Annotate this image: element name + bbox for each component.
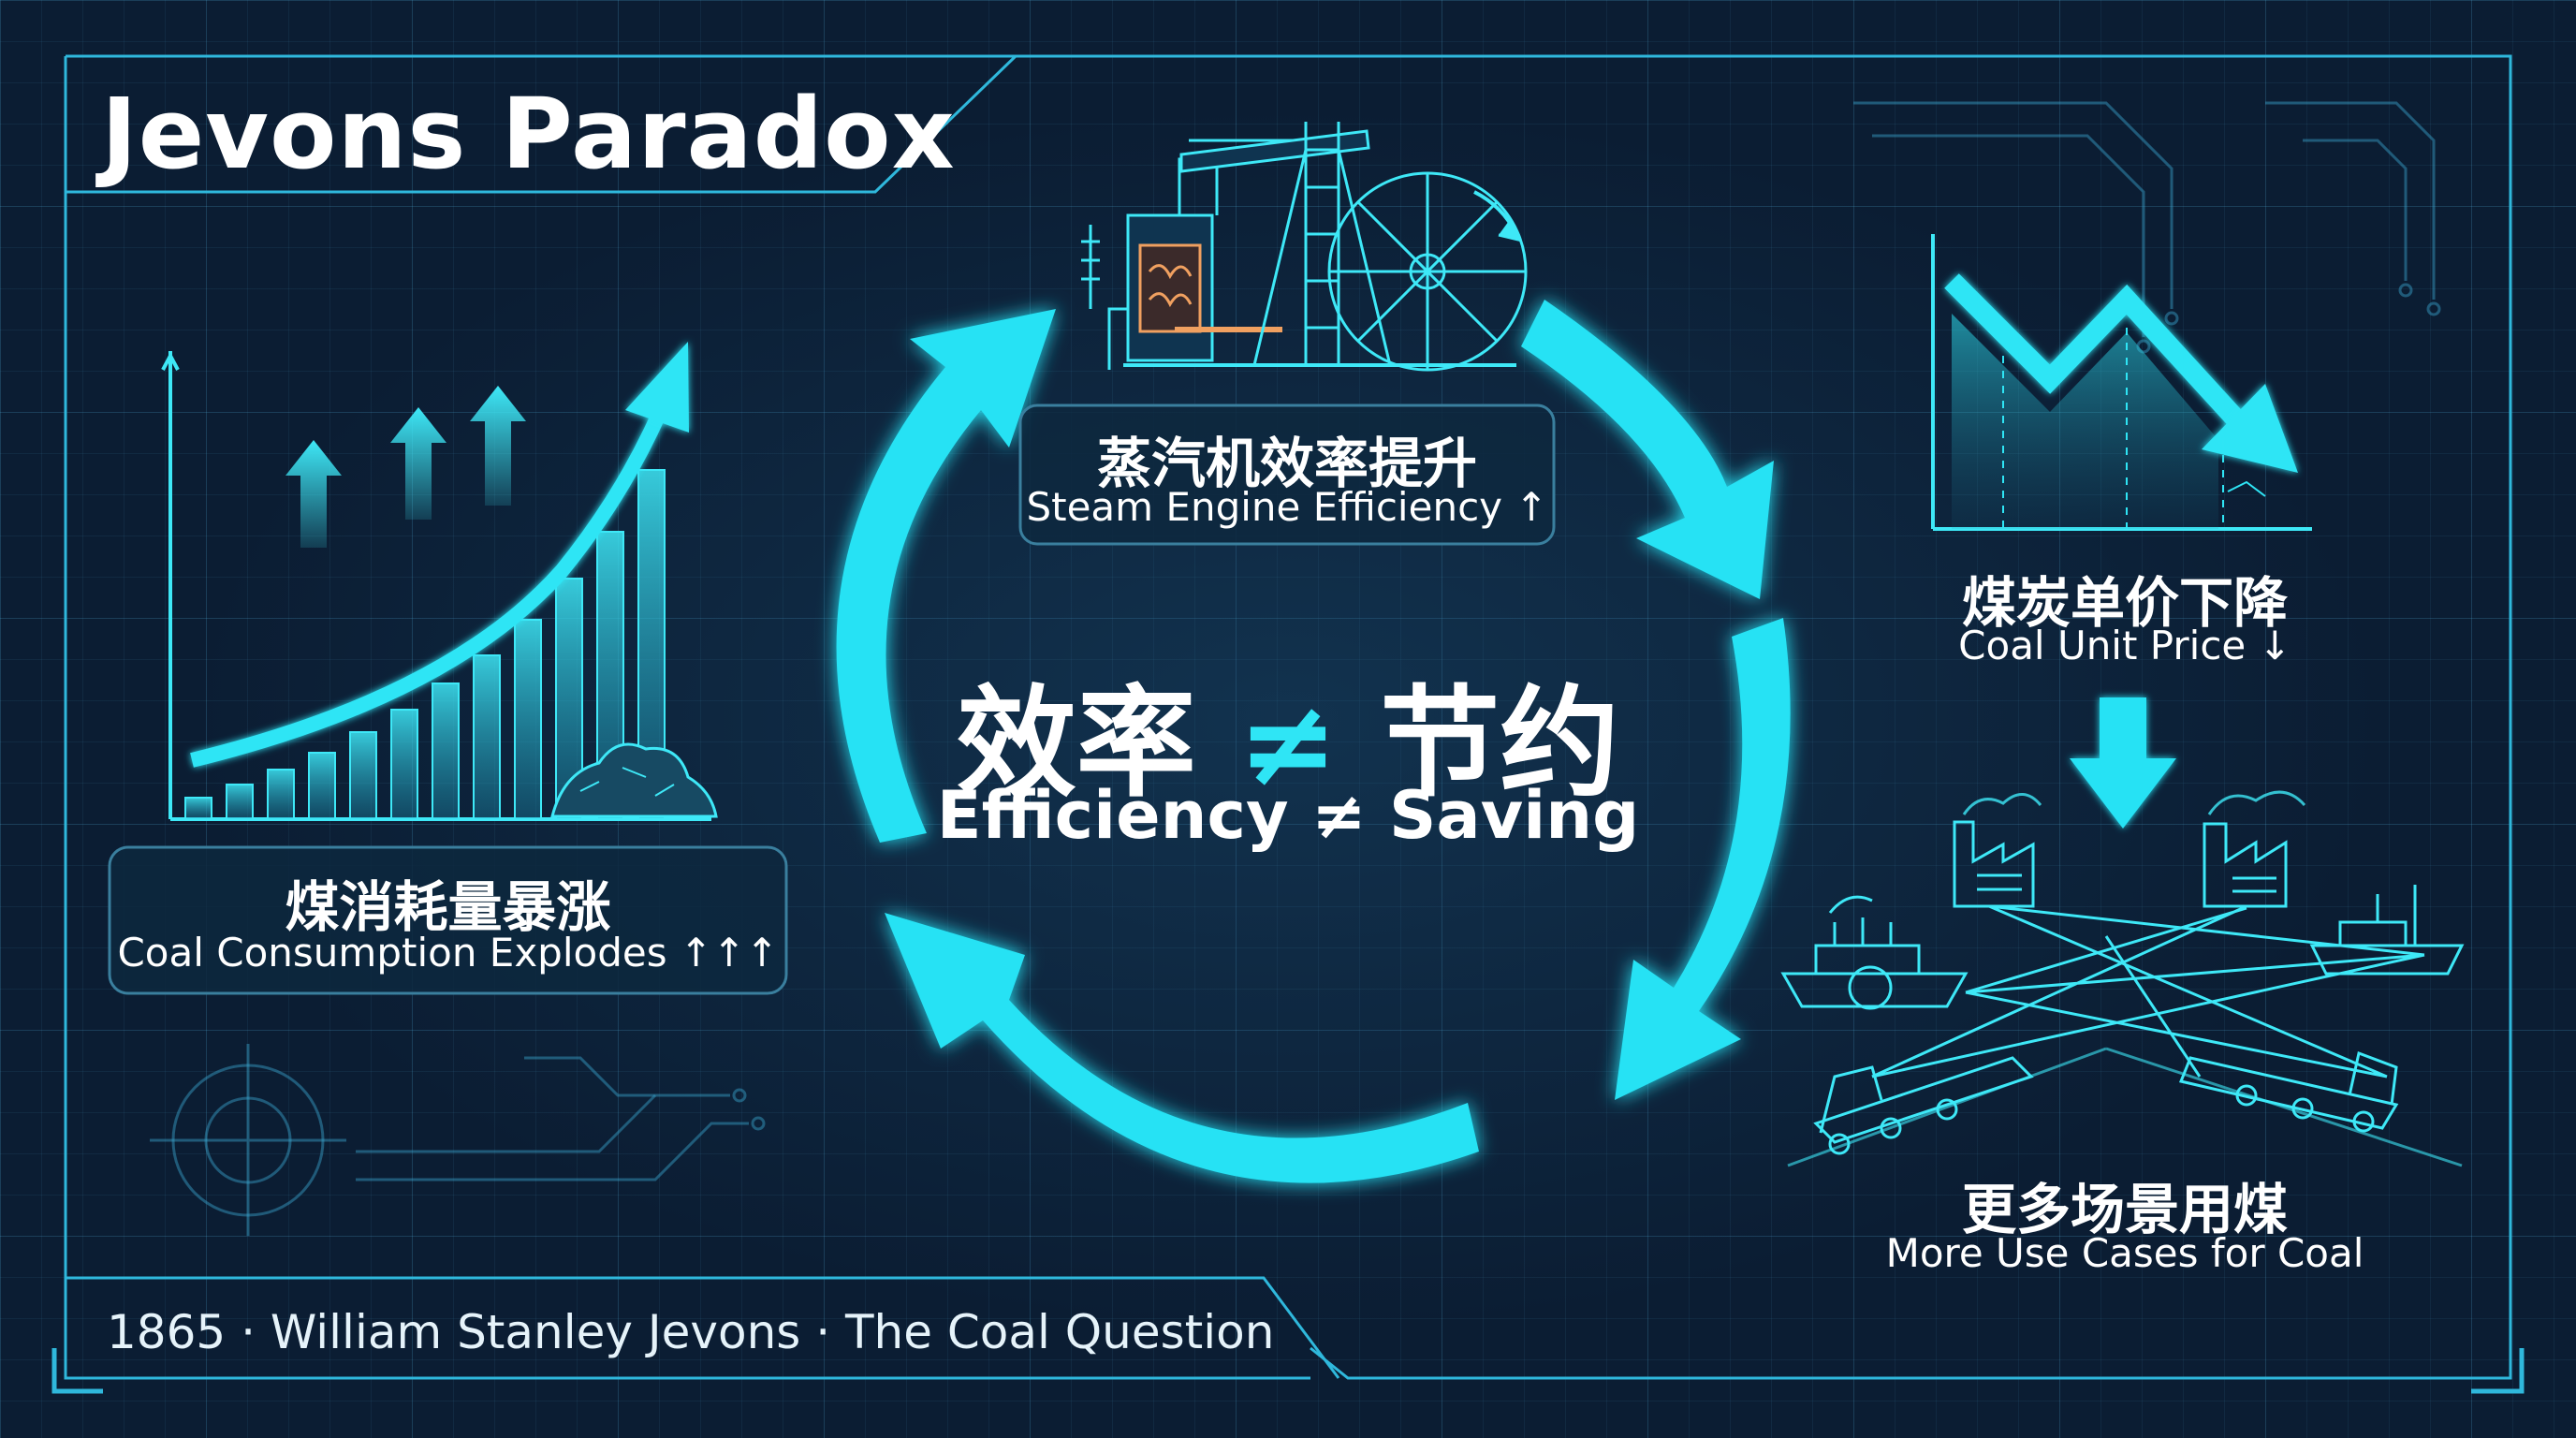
footer-citation: 1865 · William Stanley Jevons · The Coal…	[107, 1305, 1275, 1359]
arrow-price-to-usecases	[1615, 618, 1791, 1100]
node-price-en: Coal Unit Price ↓	[1958, 623, 2291, 668]
label-boxes	[108, 404, 1556, 995]
cycle-arrows	[836, 300, 1791, 1183]
circuit-traces	[356, 101, 2441, 1181]
node-efficiency-cn: 蒸汽机效率提升	[1096, 432, 1477, 495]
steam-engine-icon	[1081, 122, 1528, 372]
arrow-usecases-to-consumption	[885, 913, 1479, 1183]
label-box-efficiency	[1018, 404, 1556, 546]
label-box-consumption	[108, 845, 788, 995]
arrow-consumption-to-efficiency	[836, 309, 1056, 843]
industry-transport-icon	[1780, 790, 2465, 1167]
outer-frame	[51, 54, 2525, 1394]
down-arrow-icon	[2070, 697, 2176, 829]
center-slogan-cn: 效率 ≠ 节约	[0, 646, 2576, 819]
center-slogan-en: Efficiency ≠ Saving	[936, 777, 1640, 854]
node-consumption-en: Coal Consumption Explodes ↑↑↑	[117, 930, 779, 976]
node-consumption-cn: 煤消耗量暴涨	[285, 875, 611, 939]
center-efficiency-cn: 效率	[956, 674, 1196, 814]
node-usecases-cn: 更多场景用煤	[1961, 1178, 2288, 1241]
price-drop-chart-icon	[1931, 234, 2312, 531]
not-equal-sign: ≠	[1237, 674, 1339, 814]
crosshair-icon	[150, 1044, 346, 1236]
center-saving-cn: 节约	[1380, 674, 1620, 814]
node-price-cn: 煤炭单价下降	[1961, 571, 2288, 635]
page-title: Jevons Paradox	[101, 77, 956, 191]
node-usecases-en: More Use Cases for Coal	[1885, 1230, 2364, 1276]
rising-consumption-chart-icon	[161, 342, 718, 821]
node-efficiency-en: Steam Engine Efficiency ↑	[1026, 484, 1548, 530]
arrow-efficiency-to-price	[1521, 300, 1774, 599]
